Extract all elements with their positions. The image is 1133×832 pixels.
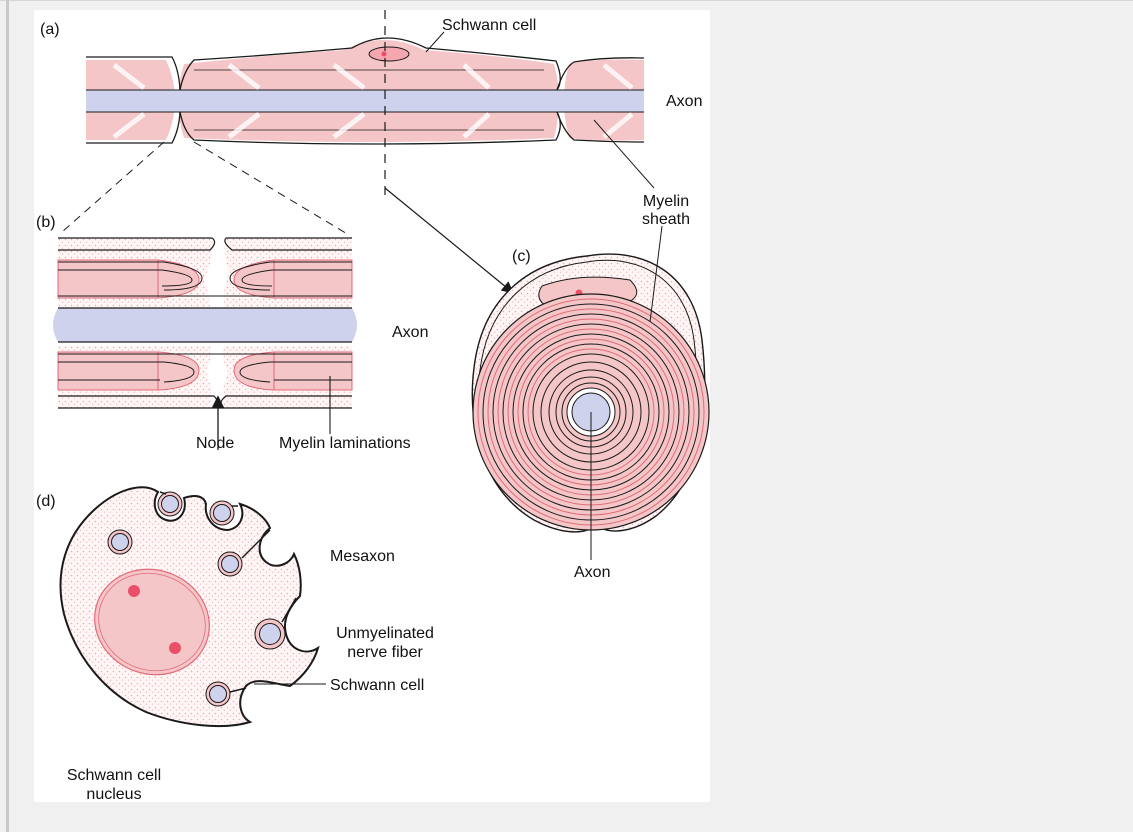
panel-c-tag: (c) (512, 247, 531, 266)
panel-c-drawing (472, 226, 709, 560)
schwann-nucleus-label-line2: nucleus (56, 785, 172, 804)
axon-band-a (86, 90, 644, 112)
schwann-nucleus-a (369, 47, 409, 61)
panel-d-drawing (61, 487, 326, 726)
axon-label-c: Axon (574, 563, 610, 582)
myelin-laminations-label: Myelin laminations (279, 434, 411, 453)
mesaxon-label: Mesaxon (330, 547, 395, 566)
myelin-sheath-label-line1: Myelin (632, 193, 700, 211)
left-border (6, 0, 9, 832)
schwann-nucleus-label-line1: Schwann cell (56, 766, 172, 785)
panel-d-tag: (d) (36, 492, 56, 511)
panel-a-tag: (a) (40, 20, 60, 39)
nerve-fiber-figure: (a) Schwann cell Axon Myelin sheath (b) … (34, 10, 710, 802)
unmyelinated-fiber-label-line2: nerve fiber (322, 643, 448, 662)
node-label: Node (196, 434, 234, 453)
axon-band-b (53, 308, 357, 342)
unmyelinated-fiber-label-line1: Unmyelinated (322, 624, 448, 643)
schwann-nucleus-label: Schwann cell nucleus (56, 766, 172, 804)
schwann-cell-label-d: Schwann cell (330, 676, 424, 695)
unmyelinated-fiber-label: Unmyelinated nerve fiber (322, 624, 448, 662)
panel-b-drawing (53, 238, 357, 450)
axon-label-a: Axon (666, 92, 702, 111)
axon-label-b: Axon (392, 323, 428, 342)
schwann-cell-label-a: Schwann cell (442, 16, 536, 35)
top-border (0, 0, 1133, 1)
panel-b-tag: (b) (36, 213, 56, 232)
myelin-sheath-label: Myelin sheath (632, 193, 700, 229)
myelin-sheath-label-line2: sheath (632, 211, 700, 229)
